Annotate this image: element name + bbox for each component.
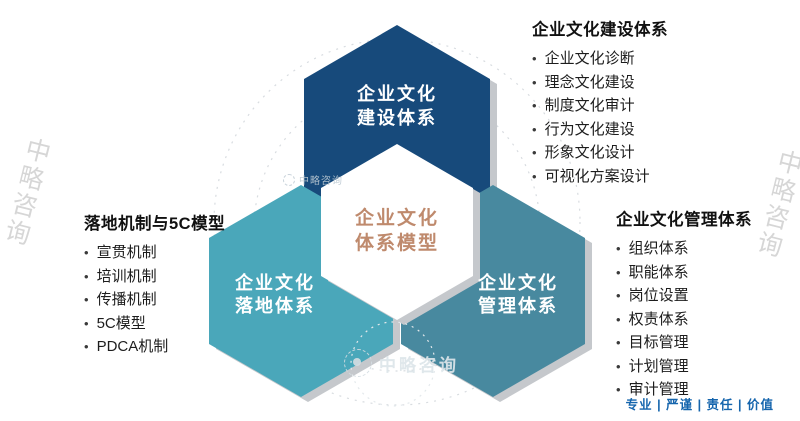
list-item-label: 可视化方案设计 [544, 167, 650, 185]
list-item: • 审计管理 [616, 378, 752, 402]
bullet-icon: • [616, 311, 621, 327]
management-list-title: 企业文化管理体系 [616, 211, 752, 229]
bullet-icon: • [84, 315, 89, 331]
list-item: • 可视化方案设计 [532, 165, 668, 189]
bullet-icon: • [532, 98, 537, 113]
bullet-icon: • [616, 264, 621, 280]
decorative-dashed-circle [350, 321, 436, 407]
watermark-mini-icon [283, 173, 295, 186]
bullet-icon: • [532, 51, 537, 66]
center-hexagon-label-line2: 体系模型 [355, 231, 439, 254]
list-item-label: 5C模型 [96, 314, 146, 332]
construction-list-title: 企业文化建设体系 [532, 21, 668, 39]
landing-list: 落地机制与5C模型 • 宣贯机制 • 培训机制 • 传播机制 • 5C模型 • PDCA机… [84, 210, 225, 359]
center-hexagon [321, 144, 473, 320]
bullet-icon: • [532, 168, 537, 184]
list-item: • 培训机制 [84, 265, 225, 289]
bullet-icon: • [532, 74, 537, 90]
construction-hexagon-label-line2: 建设体系 [357, 107, 437, 128]
bullet-icon: • [532, 121, 537, 137]
list-item: • 组织体系 [616, 237, 752, 261]
construction-list: 企业文化建设体系 • 企业文化诊断 • 理念文化建设 • 制度文化审计 • 行为文化建设… [532, 16, 668, 188]
bullet-icon: • [84, 339, 89, 354]
list-item-label: 培训机制 [96, 267, 157, 285]
landing-list-items: • 宣贯机制 • 培训机制 • 传播机制 • 5C模型 • PDCA机制 [84, 241, 225, 359]
list-item: • 计划管理 [616, 355, 752, 379]
bullet-icon: • [616, 241, 621, 256]
list-item: • 行为文化建设 [532, 118, 668, 142]
list-item: • 目标管理 [616, 331, 752, 355]
list-item: • 企业文化诊断 [532, 47, 668, 71]
list-item: • 权责体系 [616, 308, 752, 332]
watermark-mini-label: 中略咨询 [299, 176, 343, 187]
list-item-label: 制度文化审计 [544, 97, 635, 114]
bullet-icon: • [84, 268, 89, 284]
list-item-label: 岗位设置 [628, 287, 689, 304]
management-list: 企业文化管理体系 • 组织体系 • 职能体系 • 岗位设置 • 权责体系 • 目标管理 •… [616, 206, 752, 402]
list-item: • 制度文化审计 [532, 94, 668, 118]
landing-hexagon-label-line1: 企业文化 [234, 272, 315, 293]
list-item: • 传播机制 [84, 288, 225, 312]
watermark-brand: 中略咨询 [379, 355, 459, 375]
management-hexagon-label-line1: 企业文化 [477, 272, 558, 293]
list-item-label: 理念文化建设 [544, 73, 635, 91]
list-item: • 宣贯机制 [84, 241, 225, 265]
list-item-label: 职能体系 [628, 263, 689, 281]
decorative-dashed-circle [213, 38, 581, 406]
list-item: • PDCA机制 [84, 335, 225, 359]
list-item-label: 形象文化设计 [544, 144, 635, 161]
list-item-label: 行为文化建设 [544, 120, 635, 138]
list-item-label: 计划管理 [628, 357, 689, 375]
list-item: • 理念文化建设 [532, 71, 668, 95]
bullet-icon: • [616, 288, 621, 303]
bullet-icon: • [616, 382, 621, 397]
list-item-label: 审计管理 [628, 381, 689, 398]
center-hexagon-label-line1: 企业文化 [354, 206, 439, 229]
list-item: • 岗位设置 [616, 284, 752, 308]
watermark-mini: 中略咨询 [283, 172, 343, 187]
landing-hexagon-label-line2: 落地体系 [235, 295, 315, 316]
list-item-label: 权责体系 [628, 310, 689, 328]
list-item-label: 宣贯机制 [96, 244, 157, 261]
list-item-label: 目标管理 [628, 334, 689, 351]
bullet-icon: • [532, 145, 537, 160]
management-hexagon-label-line2: 管理体系 [478, 295, 558, 316]
list-item: • 形象文化设计 [532, 141, 668, 165]
watermark-sun-icon [344, 349, 372, 377]
landing-list-title: 落地机制与5C模型 [84, 215, 226, 233]
bullet-icon: • [616, 358, 621, 374]
management-list-items: • 组织体系 • 职能体系 • 岗位设置 • 权责体系 • 目标管理 • 计划管理 • 审计管… [616, 237, 752, 402]
footer-values: 专业 | 严谨 | 责任 | 价值 [625, 398, 774, 412]
list-item-label: 组织体系 [628, 240, 689, 257]
bullet-icon: • [84, 292, 89, 307]
list-item: • 职能体系 [616, 261, 752, 285]
bullet-icon: • [84, 245, 89, 260]
list-item-label: PDCA机制 [96, 338, 169, 355]
bullet-icon: • [616, 335, 621, 350]
list-item-label: 企业文化诊断 [544, 50, 635, 67]
watermark-logo: 中略咨询 [344, 349, 459, 377]
construction-hexagon-label-line1: 企业文化 [356, 83, 437, 104]
list-item-label: 传播机制 [96, 291, 157, 308]
construction-list-items: •企业文化诊断 •理念文化建设 •制度文化审计 •行为文化建设 •形象文化设计 … [532, 47, 668, 188]
list-item: • 5C模型 [84, 312, 225, 336]
